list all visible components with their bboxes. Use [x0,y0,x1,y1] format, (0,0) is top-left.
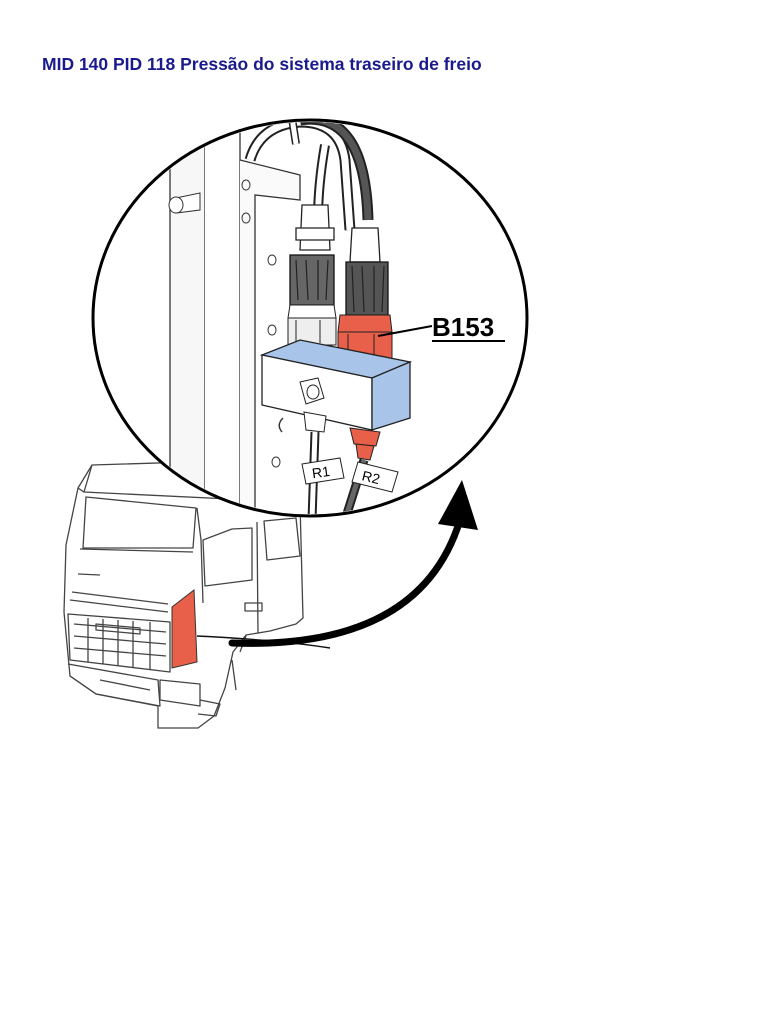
page-title: MID 140 PID 118 Pressão do sistema trase… [42,54,482,74]
cable-tag-r2: R2 [360,467,381,487]
sensor-detail-drawing [149,122,413,514]
callout-leader-line [377,325,433,337]
zoom-arrow [228,480,478,647]
sensor-location-highlight [171,589,198,669]
truck-cab-drawing [63,459,305,729]
component-label-b153: B153 [432,312,494,342]
cable-tag-r1: R1 [311,463,331,481]
